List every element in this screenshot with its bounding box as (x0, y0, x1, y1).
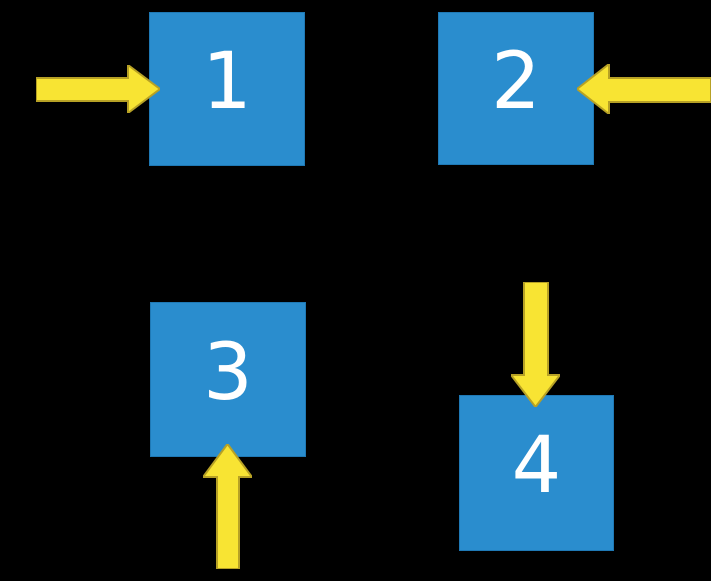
arrow-down-icon (511, 282, 560, 407)
box-3: 3 (150, 302, 306, 457)
arrow-up-icon (203, 444, 252, 569)
box-1: 1 (149, 12, 305, 166)
arrow-left-icon (577, 64, 711, 114)
box-2-label: 2 (491, 36, 541, 127)
box-4-label: 4 (511, 421, 562, 511)
box-3-label: 3 (203, 327, 253, 418)
box-4: 4 (459, 395, 614, 551)
box-2: 2 (438, 12, 594, 165)
arrow-right-icon (36, 65, 160, 113)
box-1-label: 1 (202, 37, 252, 127)
